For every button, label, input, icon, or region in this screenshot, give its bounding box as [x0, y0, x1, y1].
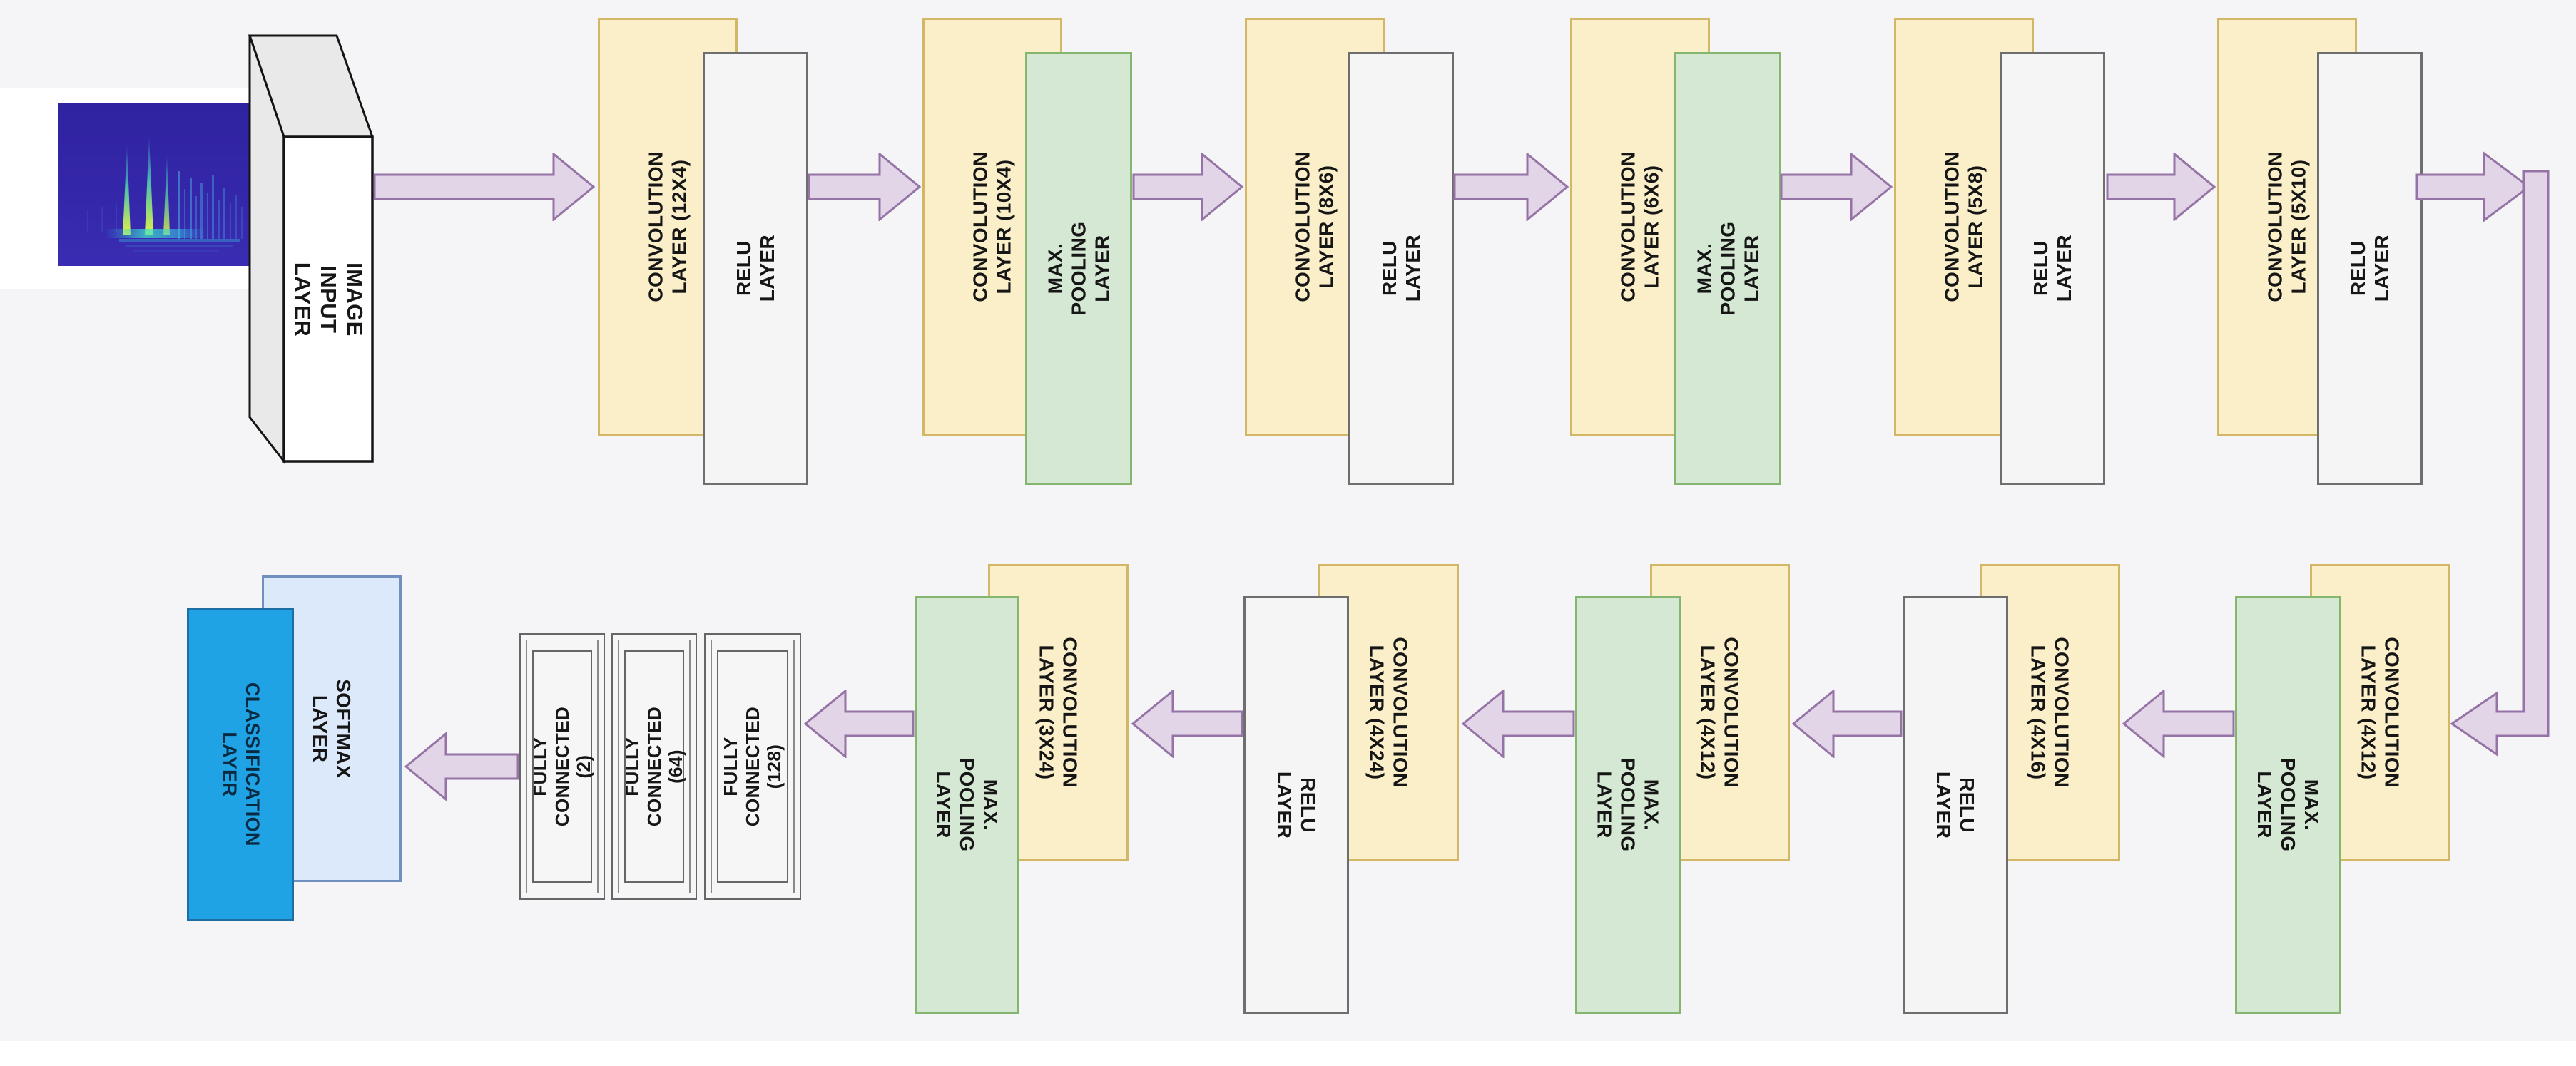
conv-layer-label: CONVOLUTION LAYER (6X6) — [1617, 151, 1664, 303]
max-pooling-layer-label: MAX. POOLING LAYER — [1693, 221, 1763, 316]
relu-layer-label: RELU LAYER — [1933, 771, 1979, 839]
fully-connected-label: FULLY CONNECTED (2) — [529, 706, 595, 827]
conv-layer-label: CONVOLUTION LAYER (5X8) — [1940, 151, 1987, 303]
max-pooling-layer-box: MAX. POOLING LAYER — [1025, 52, 1132, 485]
fully-connected-box: FULLY CONNECTED (2) — [519, 633, 605, 900]
conv-layer-label: CONVOLUTION LAYER (4X24) — [1365, 637, 1412, 789]
flow-arrow-left — [1462, 690, 1575, 758]
conv-layer-label: CONVOLUTION LAYER (3X24) — [1035, 637, 1081, 789]
flow-arrow-left — [404, 732, 519, 801]
fully-connected-box: FULLY CONNECTED (128) — [704, 633, 801, 900]
flow-arrow-right — [1453, 153, 1569, 221]
max-pooling-layer-box: MAX. POOLING LAYER — [915, 596, 1019, 1014]
max-pooling-layer-label: MAX. POOLING LAYER — [2253, 758, 2323, 852]
flow-connector-elbow — [2415, 151, 2550, 757]
flow-arrow-right — [1132, 153, 1243, 221]
conv-layer-label: CONVOLUTION LAYER (12X4) — [644, 151, 691, 303]
relu-layer-box: RELU LAYER — [703, 52, 808, 485]
relu-layer-box: RELU LAYER — [2317, 52, 2423, 485]
flow-arrow-left — [804, 690, 915, 758]
flow-arrow-right — [808, 153, 921, 221]
max-pooling-layer-label: MAX. POOLING LAYER — [1044, 221, 1114, 316]
relu-layer-box: RELU LAYER — [1348, 52, 1454, 485]
relu-layer-label: RELU LAYER — [1378, 235, 1424, 302]
max-pooling-layer-label: MAX. POOLING LAYER — [932, 758, 1002, 852]
fully-connected-label: FULLY CONNECTED (128) — [719, 706, 785, 827]
classification-layer-label: CLASSIFICATION LAYER — [219, 682, 263, 847]
flow-arrow-left — [2122, 690, 2235, 758]
conv-layer-label: CONVOLUTION LAYER (4X12) — [2357, 637, 2403, 789]
spectrogram-image — [58, 103, 261, 266]
page-margin — [0, 1041, 2576, 1066]
relu-layer-box: RELU LAYER — [1903, 596, 2008, 1014]
conv-layer-label: CONVOLUTION LAYER (4X12) — [1697, 637, 1743, 789]
max-pooling-layer-box: MAX. POOLING LAYER — [2235, 596, 2341, 1014]
flow-arrow-right — [1780, 153, 1893, 221]
softmax-layer-label: SOFTMAX LAYER — [309, 679, 355, 779]
flow-arrow-right — [2106, 153, 2216, 221]
image-input-layer-label: IMAGE INPUT LAYER — [290, 262, 367, 337]
max-pooling-layer-box: MAX. POOLING LAYER — [1575, 596, 1681, 1014]
max-pooling-layer-label: MAX. POOLING LAYER — [1593, 758, 1663, 852]
relu-layer-label: RELU LAYER — [2029, 235, 2075, 302]
fully-connected-label: FULLY CONNECTED (64) — [621, 706, 687, 827]
max-pooling-layer-box: MAX. POOLING LAYER — [1674, 52, 1781, 485]
fully-connected-box: FULLY CONNECTED (64) — [611, 633, 697, 900]
classification-layer-box: CLASSIFICATION LAYER — [187, 608, 294, 921]
relu-layer-label: RELU LAYER — [1273, 771, 1320, 839]
image-input-layer-box: IMAGE INPUT LAYER — [284, 137, 372, 461]
relu-layer-box: RELU LAYER — [1243, 596, 1349, 1014]
flow-arrow-left — [1131, 690, 1243, 758]
conv-layer-label: CONVOLUTION LAYER (5X10) — [2264, 151, 2311, 303]
relu-layer-box: RELU LAYER — [2000, 52, 2105, 485]
conv-layer-label: CONVOLUTION LAYER (4X16) — [2027, 637, 2073, 789]
conv-layer-label: CONVOLUTION LAYER (8X6) — [1291, 151, 1338, 303]
conv-layer-label: CONVOLUTION LAYER (10X4) — [969, 151, 1016, 303]
flow-arrow-left — [1792, 690, 1903, 758]
relu-layer-label: RELU LAYER — [732, 235, 778, 302]
flow-arrow-right — [373, 153, 595, 221]
image-input-3d-box — [248, 34, 375, 465]
relu-layer-label: RELU LAYER — [2346, 235, 2393, 302]
